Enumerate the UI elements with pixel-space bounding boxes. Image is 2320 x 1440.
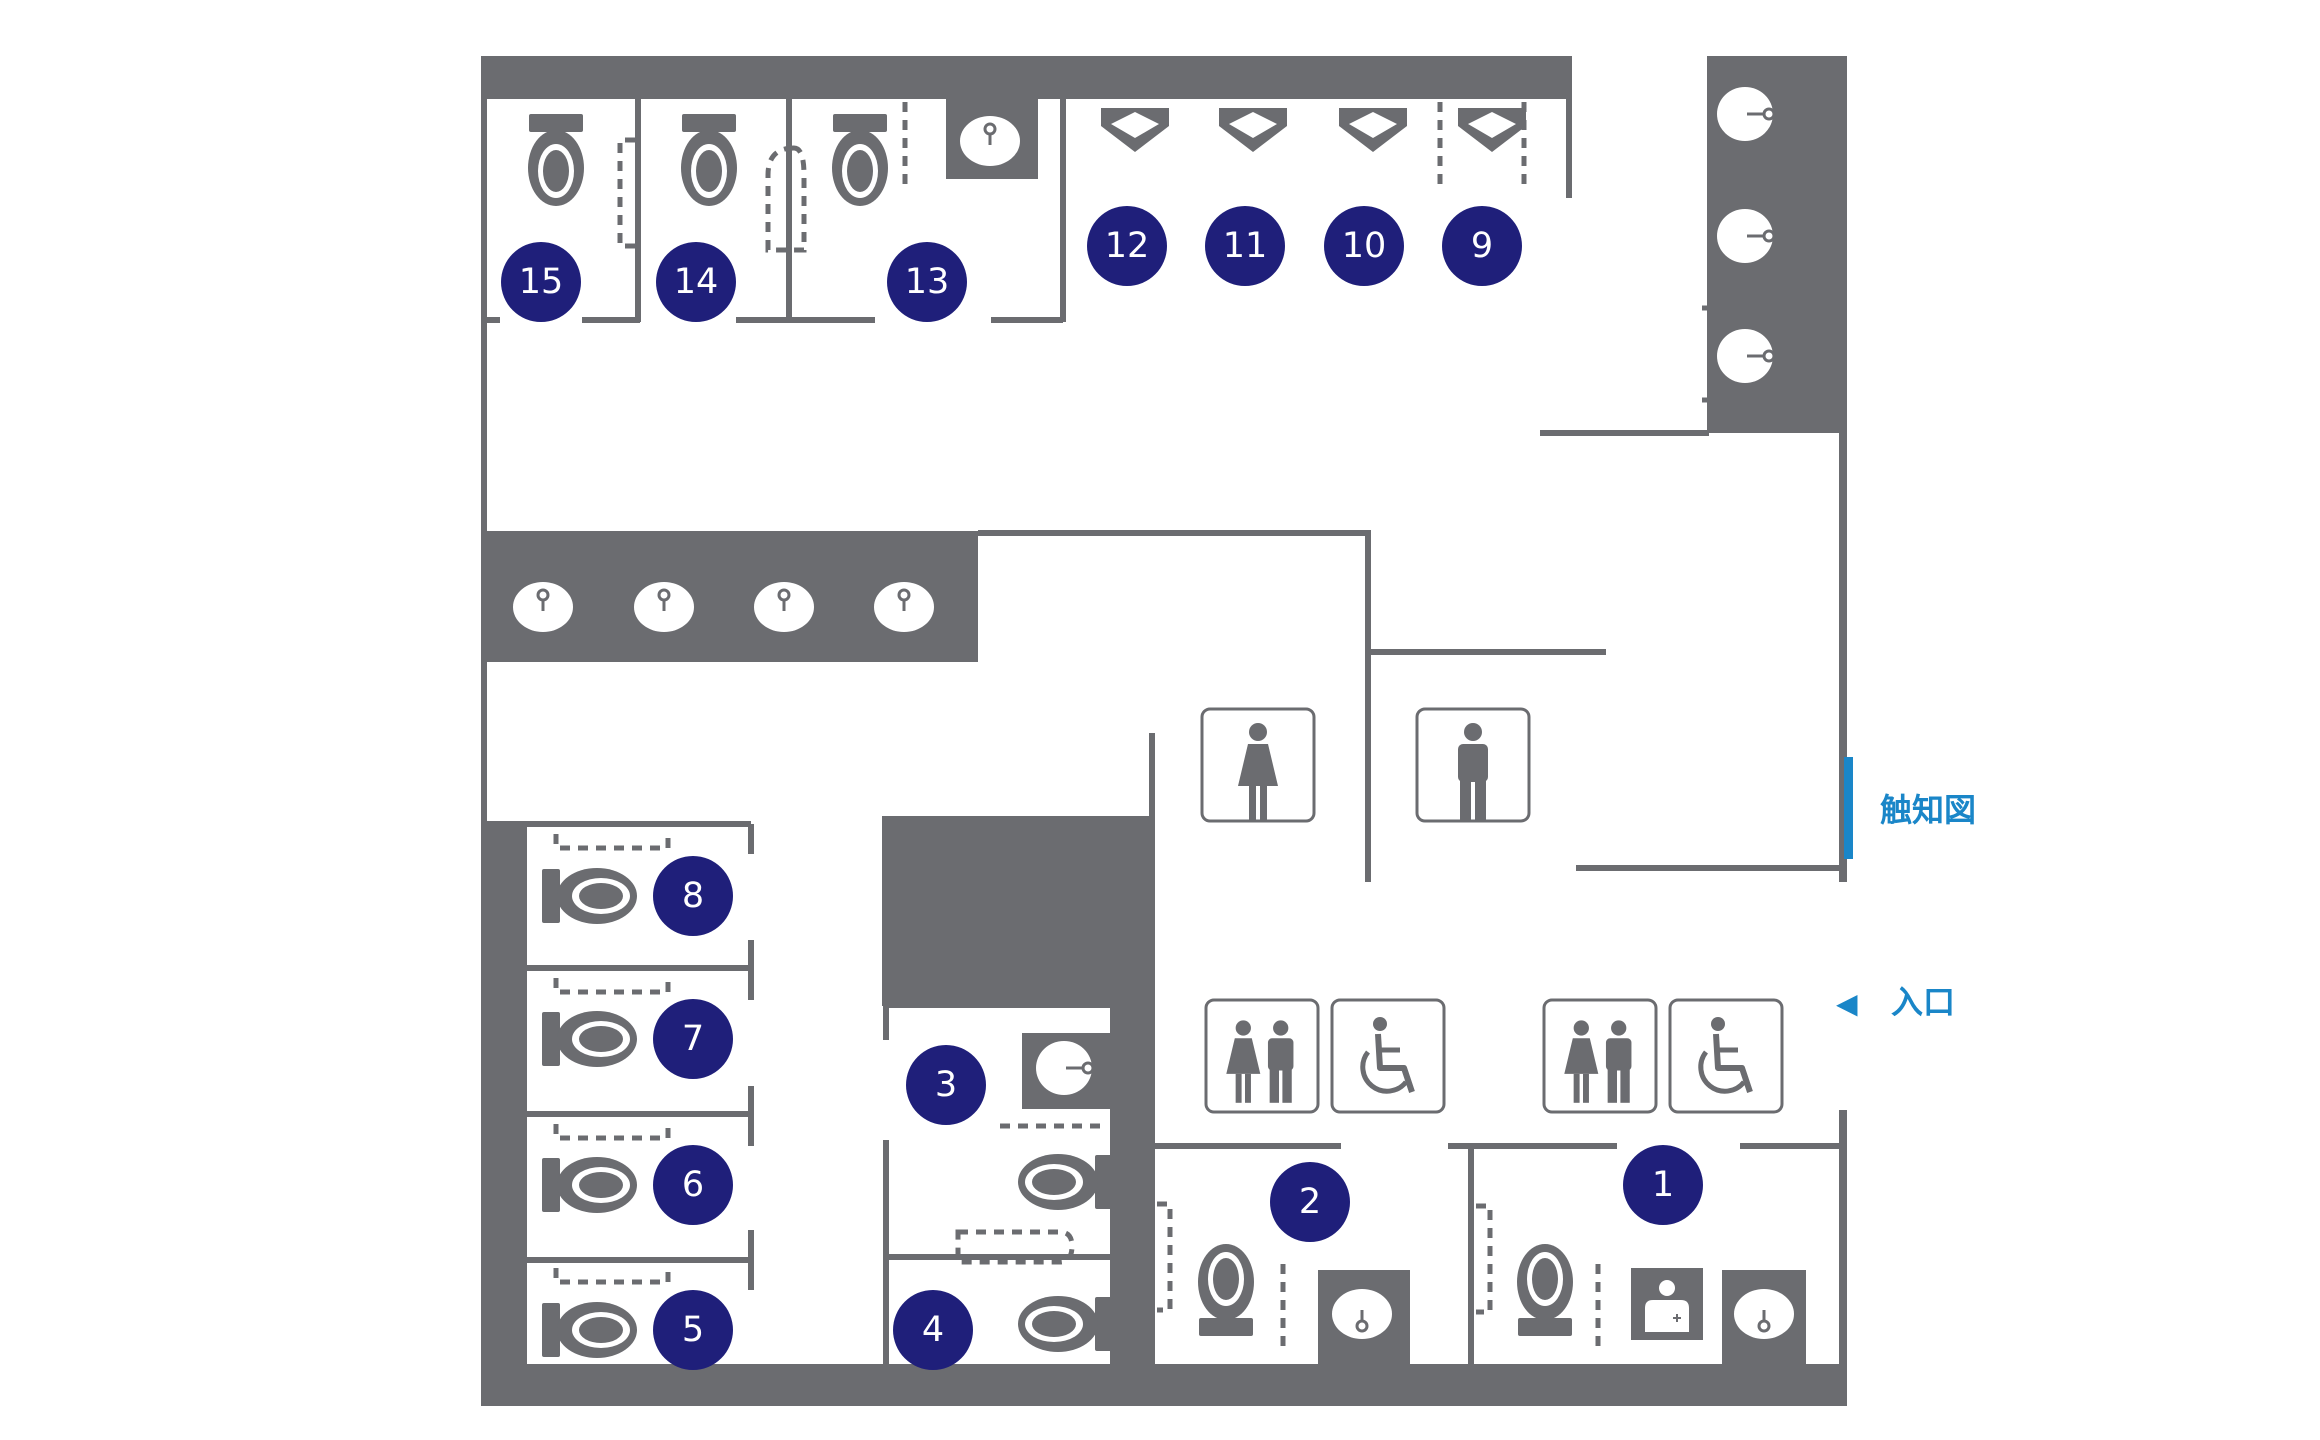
toilet-icon bbox=[1018, 1296, 1113, 1352]
stall-badge-4[interactable]: 4 bbox=[893, 1290, 973, 1370]
urinal-icon bbox=[1458, 108, 1526, 152]
stall-badge-11[interactable]: 11 bbox=[1205, 206, 1285, 286]
stall-number: 8 bbox=[682, 876, 704, 916]
entrance-label: 入口 bbox=[1891, 983, 1955, 1021]
handrail-markers bbox=[553, 102, 1806, 1354]
toilet-icon bbox=[1018, 1154, 1113, 1210]
stall-badge-2[interactable]: 2 bbox=[1270, 1162, 1350, 1242]
stall-number: 9 bbox=[1471, 226, 1493, 266]
stall-number: 10 bbox=[1342, 226, 1387, 266]
storage-block bbox=[882, 816, 1155, 1006]
stall-badge-9[interactable]: 9 bbox=[1442, 206, 1522, 286]
sink-icon bbox=[1732, 1287, 1796, 1341]
stall-number: 6 bbox=[682, 1165, 704, 1205]
urinal-icon bbox=[1101, 108, 1169, 152]
toilet-icon bbox=[542, 1157, 637, 1213]
stall-number: 12 bbox=[1105, 226, 1150, 266]
urinal-icon bbox=[1219, 108, 1287, 152]
stall-badge-12[interactable]: 12 bbox=[1087, 206, 1167, 286]
sign-all-gender-1 bbox=[1542, 998, 1658, 1114]
partition-walls bbox=[481, 56, 1843, 1406]
sink-icon bbox=[511, 580, 575, 634]
stall-badge-14[interactable]: 14 bbox=[656, 242, 736, 322]
stall-badge-5[interactable]: 5 bbox=[653, 1290, 733, 1370]
stall-badge-13[interactable]: 13 bbox=[887, 242, 967, 322]
stall-number: 13 bbox=[905, 262, 950, 302]
stall-badge-10[interactable]: 10 bbox=[1324, 206, 1404, 286]
stall-number: 14 bbox=[674, 262, 719, 302]
sink-icon bbox=[752, 580, 816, 634]
tactile-map-marker bbox=[1844, 757, 1853, 859]
toilet-icon bbox=[1198, 1244, 1254, 1336]
stall-badge-1[interactable]: 1 bbox=[1623, 1145, 1703, 1225]
stall-badge-8[interactable]: 8 bbox=[653, 856, 733, 936]
sink-icon bbox=[632, 580, 696, 634]
sink-icon bbox=[872, 580, 936, 634]
toilet-icon bbox=[832, 114, 888, 206]
stall-badge-6[interactable]: 6 bbox=[653, 1145, 733, 1225]
stall-number: 15 bbox=[519, 262, 564, 302]
sink-icon bbox=[1330, 1287, 1394, 1341]
sign-men bbox=[1415, 707, 1531, 823]
toilet-icon bbox=[542, 1302, 637, 1358]
sign-women bbox=[1200, 707, 1316, 823]
stall-number: 1 bbox=[1652, 1165, 1674, 1205]
stall-badge-3[interactable]: 3 bbox=[906, 1045, 986, 1125]
stall-badge-15[interactable]: 15 bbox=[501, 242, 581, 322]
sign-all-gender-2 bbox=[1204, 998, 1320, 1114]
outer-walls bbox=[481, 56, 1847, 1406]
tactile-map-label: 触知図 bbox=[1880, 791, 1976, 829]
stall-number: 4 bbox=[922, 1310, 944, 1350]
entrance-arrow-icon: ◀ bbox=[1836, 987, 1858, 1020]
baby-care-icon bbox=[1630, 1267, 1704, 1341]
stall-number: 7 bbox=[682, 1019, 704, 1059]
stall-number: 5 bbox=[682, 1310, 704, 1350]
stall-badge-7[interactable]: 7 bbox=[653, 999, 733, 1079]
toilet-icon bbox=[681, 114, 737, 206]
stall-number: 2 bbox=[1299, 1182, 1321, 1222]
stall-number: 3 bbox=[935, 1065, 957, 1105]
toilet-icon bbox=[542, 868, 637, 924]
toilet-icon bbox=[542, 1011, 637, 1067]
toilet-icon bbox=[528, 114, 584, 206]
sign-accessible-1 bbox=[1668, 998, 1784, 1114]
urinal-icon bbox=[1339, 108, 1407, 152]
sink-icon bbox=[958, 114, 1022, 168]
sign-accessible-2 bbox=[1330, 998, 1446, 1114]
toilet-icon bbox=[1517, 1244, 1573, 1336]
stall-number: 11 bbox=[1223, 226, 1268, 266]
